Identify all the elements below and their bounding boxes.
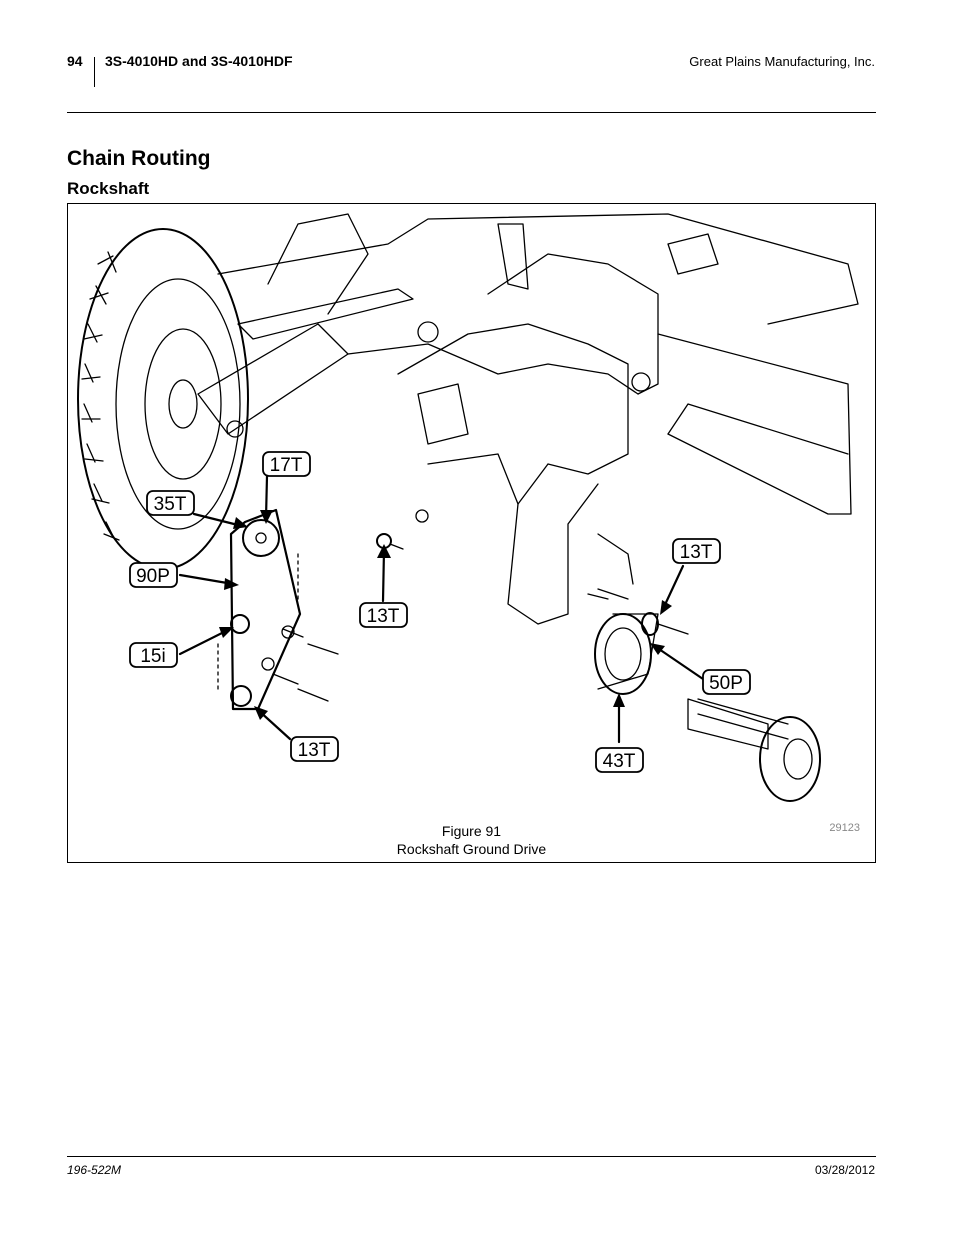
callout-50p-text: 50P (709, 673, 743, 694)
callout-35t-text: 35T (154, 494, 187, 515)
left-chain-drive (217, 508, 339, 711)
callout-13t-left-text: 13T (298, 740, 331, 761)
figure-title: Rockshaft Ground Drive (396, 841, 547, 857)
callout-35t: 35T (146, 490, 195, 516)
callout-arrowheads (219, 510, 672, 720)
header-rule (67, 112, 876, 113)
page-number: 94 (67, 53, 83, 69)
company-name: Great Plains Manufacturing, Inc. (689, 54, 875, 69)
document-title: 3S-4010HD and 3S-4010HDF (105, 53, 293, 69)
callout-13t-left: 13T (290, 736, 339, 762)
callout-43t: 43T (595, 747, 644, 773)
right-drive (587, 588, 821, 802)
callout-13t-right: 13T (672, 538, 721, 564)
header-divider (94, 57, 95, 87)
section-title: Chain Routing (67, 147, 211, 170)
figure-caption: Figure 91 Rockshaft Ground Drive (68, 822, 875, 858)
callout-labels: 17T 35T 90P 15i 13T 13T (129, 451, 751, 773)
drawing-code: 29123 (829, 822, 860, 834)
footer-rule (67, 1156, 876, 1157)
callout-17t: 17T (262, 451, 311, 477)
rockshaft-drive-illustration: 17T 35T 90P 15i 13T 13T (77, 213, 859, 802)
callout-13t-mid-text: 13T (367, 606, 400, 627)
callout-13t-right-text: 13T (680, 542, 713, 563)
figure-number: Figure 91 (441, 823, 502, 839)
callout-17t-text: 17T (270, 455, 303, 476)
callout-50p: 50P (702, 669, 751, 695)
callout-90p-text: 90P (136, 566, 170, 587)
callout-15i-text: 15i (140, 646, 165, 667)
figure-frame: 17T 35T 90P 15i 13T 13T (67, 203, 876, 863)
callout-13t-mid: 13T (359, 602, 408, 628)
callout-90p: 90P (129, 562, 178, 588)
tire-drawing (77, 228, 249, 570)
frame-drawing (197, 213, 859, 740)
callout-43t-text: 43T (603, 751, 636, 772)
document-date: 03/28/2012 (814, 1163, 875, 1177)
subsection-title: Rockshaft (67, 179, 150, 198)
middle-sprocket (376, 533, 404, 550)
document-number: 196-522M (67, 1163, 122, 1177)
callout-15i: 15i (129, 642, 178, 668)
